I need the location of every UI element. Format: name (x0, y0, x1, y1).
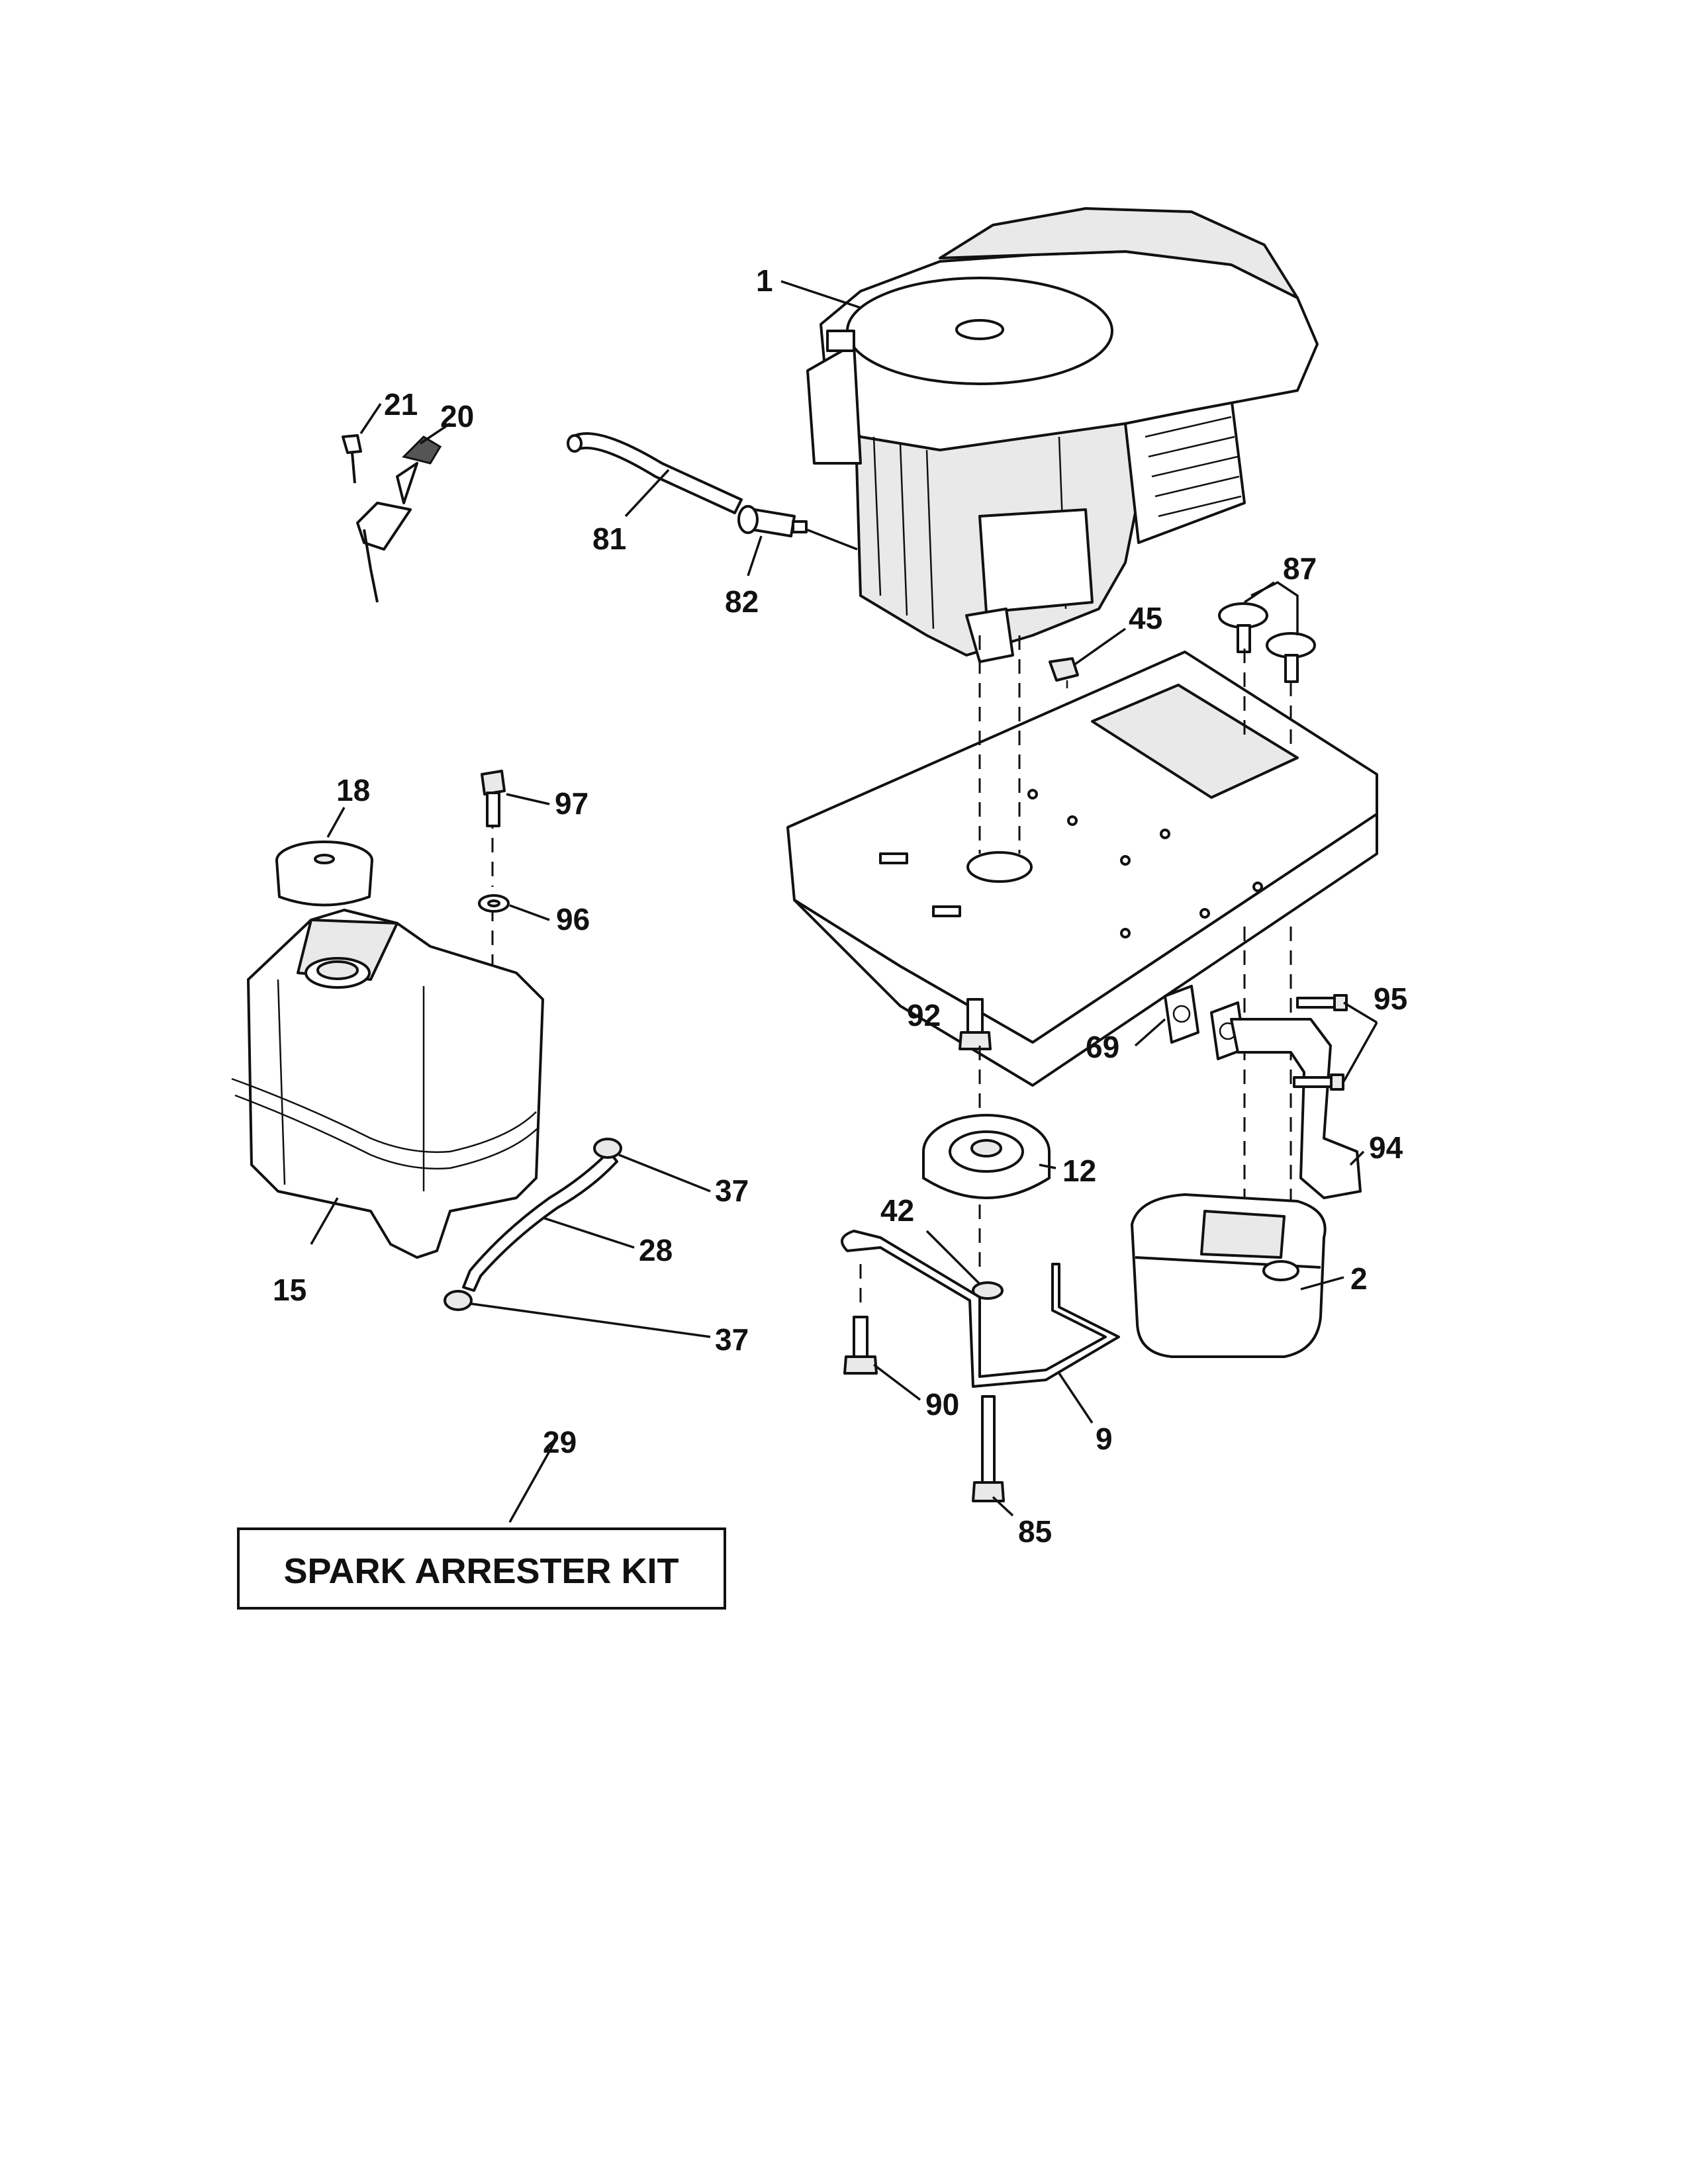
fuel-line-part[interactable] (567, 432, 743, 514)
callout-1: 1 (756, 263, 773, 298)
callout-97: 97 (555, 786, 588, 821)
leader-lines (310, 280, 1378, 1523)
callout-15: 15 (273, 1273, 306, 1307)
pulley-part[interactable] (922, 1114, 1051, 1199)
callout-28: 28 (639, 1233, 673, 1267)
callout-95: 95 (1374, 981, 1407, 1016)
bolt-part-85[interactable] (972, 1395, 1005, 1502)
callout-18: 18 (336, 773, 370, 807)
callout-81: 81 (592, 522, 626, 556)
fuel-filter-part[interactable] (737, 505, 858, 551)
spark-arrester-kit-label[interactable]: SPARK ARRESTER KIT (237, 1527, 726, 1610)
bolt-part-90[interactable] (843, 1316, 878, 1375)
callout-37-lower: 37 (715, 1322, 749, 1357)
bolt-part[interactable] (959, 998, 992, 1050)
callout-96: 96 (556, 902, 590, 936)
washer-part[interactable] (972, 1281, 1004, 1300)
callout-21: 21 (384, 387, 418, 422)
callout-85: 85 (1018, 1514, 1052, 1549)
callout-45: 45 (1129, 601, 1162, 635)
callout-94: 94 (1369, 1130, 1403, 1165)
callout-37-upper: 37 (715, 1173, 749, 1208)
fuel-tank-part[interactable] (231, 909, 544, 1259)
screw-part-95[interactable] (1293, 994, 1348, 1091)
washer-part-96[interactable] (478, 894, 510, 913)
callout-69: 69 (1086, 1030, 1119, 1064)
screw-part[interactable] (342, 434, 362, 484)
callout-2: 2 (1350, 1261, 1368, 1296)
bracket-rod-part[interactable] (841, 1230, 1120, 1388)
callout-9: 9 (1096, 1422, 1113, 1456)
kit-label-text: SPARK ARRESTER KIT (283, 1551, 679, 1591)
callout-90: 90 (925, 1387, 959, 1422)
fuel-cap-part[interactable] (275, 841, 373, 907)
chassis-plate (786, 651, 1378, 1087)
callout-92: 92 (907, 998, 941, 1032)
knob-part[interactable] (1218, 602, 1316, 683)
muffler-part[interactable] (1131, 1193, 1327, 1358)
clamp-part[interactable] (444, 1138, 622, 1311)
callouts: 1 2 9 12 15 18 20 21 28 29 37 37 42 45 6… (273, 263, 1407, 1549)
callout-42: 42 (880, 1193, 914, 1228)
exhaust-pipe-part[interactable] (1230, 1018, 1362, 1199)
bolt-part-97[interactable] (481, 770, 506, 827)
fuel-hose-part[interactable] (462, 1150, 618, 1292)
callout-12: 12 (1062, 1154, 1096, 1188)
throttle-control-part[interactable] (356, 435, 442, 603)
engine-part[interactable] (806, 207, 1319, 663)
callout-20: 20 (440, 399, 474, 433)
callout-29: 29 (543, 1425, 577, 1459)
nut-part[interactable] (1049, 657, 1079, 688)
callout-87: 87 (1283, 551, 1317, 586)
callout-82: 82 (725, 584, 759, 619)
